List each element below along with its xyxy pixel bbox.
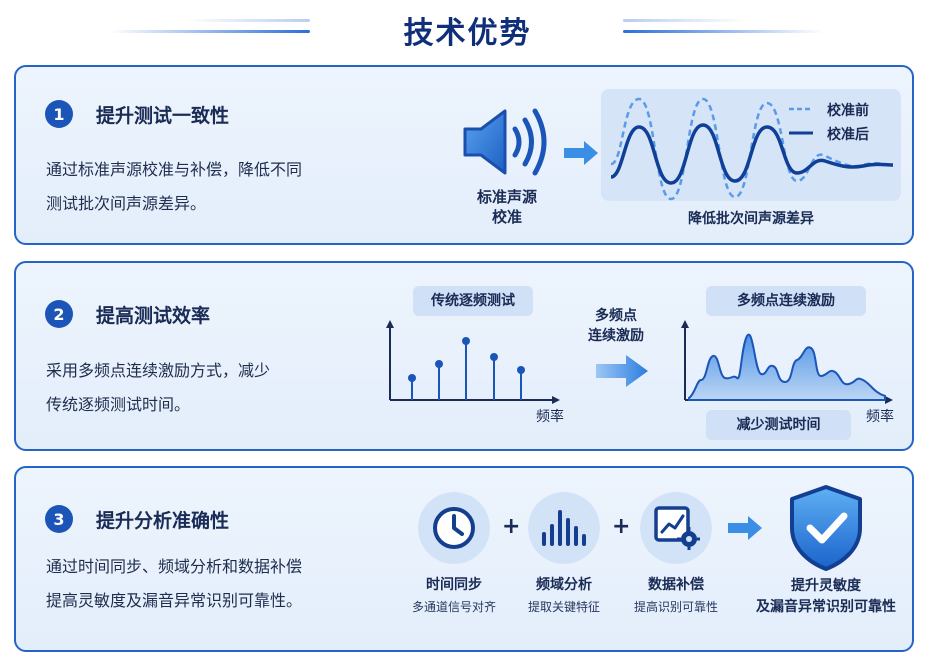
speaker-label-line-2: 校准 xyxy=(491,208,522,226)
legend-after: 校准后 xyxy=(827,127,869,143)
wave-before-calibration xyxy=(610,97,894,201)
arrow-label-line-2: 连续激励 xyxy=(588,328,644,344)
wave-after-calibration xyxy=(610,123,894,185)
arrow-label-line-1: 多频点 xyxy=(595,308,637,324)
section-title-2: 提高测试效率 xyxy=(96,305,211,327)
arrow-right-icon xyxy=(728,516,762,540)
arrow-right-icon xyxy=(596,355,648,387)
step-3-sub: 提高识别可靠性 xyxy=(633,600,718,614)
discrete-point-3 xyxy=(462,337,470,345)
section-desc-2-line-2: 传统逐频测试时间。 xyxy=(46,395,191,414)
section-desc-1: 通过标准声源校准与补偿，降低不同 测试批次间声源差异。 xyxy=(46,153,376,221)
discrete-frequency-chart xyxy=(386,320,560,404)
calibration-chart: 校准前 校准后 xyxy=(601,89,901,201)
left-axis-label: 频率 xyxy=(536,409,564,425)
right-axis-label: 频率 xyxy=(866,409,894,425)
arrow-right-icon xyxy=(564,141,598,165)
section-number-2: 2 xyxy=(45,300,73,328)
continuous-frequency-chart xyxy=(681,320,893,404)
section-desc-3: 通过时间同步、频域分析和数据补偿 提高灵敏度及漏音异常识别可靠性。 xyxy=(46,550,396,618)
speaker-icon xyxy=(463,108,547,176)
step-1-title: 时间同步 xyxy=(426,577,482,593)
calibration-waves xyxy=(610,97,894,201)
panel-consistency: 1 提升测试一致性 通过标准声源校准与补偿，降低不同 测试批次间声源差异。 标准… xyxy=(14,65,914,245)
discrete-point-2 xyxy=(435,360,443,368)
shield-check-icon xyxy=(790,485,862,571)
section-desc-1-line-2: 测试批次间声源差异。 xyxy=(46,194,207,213)
spectrum-icon xyxy=(542,510,586,546)
section-number-1: 1 xyxy=(45,100,73,128)
panel-efficiency: 2 提高测试效率 采用多频点连续激励方式，减少 传统逐频测试时间。 传统逐频测试… xyxy=(14,261,914,451)
section-number-3: 3 xyxy=(45,505,73,533)
section-desc-3-line-1: 通过时间同步、频域分析和数据补偿 xyxy=(46,557,303,576)
plus-sign-2: + xyxy=(612,514,631,539)
result-label: 提升灵敏度 及漏音异常识别可靠性 xyxy=(756,576,896,618)
continuous-spectrum-area xyxy=(688,333,886,401)
section-desc-3-line-2: 提高灵敏度及漏音异常识别可靠性。 xyxy=(46,591,303,610)
discrete-point-5 xyxy=(517,366,525,374)
title-decoration-right-top xyxy=(623,19,748,22)
result-label-line-2: 及漏音异常识别可靠性 xyxy=(756,599,896,615)
title-decoration-left-top xyxy=(185,19,310,22)
page-title: 技术优势 xyxy=(403,16,532,51)
chart-gear-icon xyxy=(654,506,700,550)
section-desc-2-line-1: 采用多频点连续激励方式，减少 xyxy=(46,361,271,380)
section-desc-1-line-1: 通过标准声源校准与补偿，降低不同 xyxy=(46,160,303,179)
title-decoration-right-bottom xyxy=(623,30,823,33)
section-desc-2: 采用多频点连续激励方式，减少 传统逐频测试时间。 xyxy=(46,354,376,422)
result-label-line-1: 提升灵敏度 xyxy=(791,578,861,594)
panel-accuracy: 3 提升分析准确性 通过时间同步、频域分析和数据补偿 提高灵敏度及漏音异常识别可… xyxy=(14,466,914,652)
discrete-point-4 xyxy=(490,353,498,361)
title-bar: 技术优势 xyxy=(0,0,935,56)
arrow-label: 多频点 连续激励 xyxy=(576,306,656,346)
clock-icon xyxy=(433,507,475,549)
discrete-point-1 xyxy=(408,374,416,382)
right-chart-title: 多频点连续激励 xyxy=(706,286,866,316)
step-1-sub: 多通道信号对齐 xyxy=(411,600,496,614)
plus-sign-1: + xyxy=(502,514,521,539)
step-1-circle xyxy=(418,492,490,564)
title-decoration-left-bottom xyxy=(110,30,310,33)
section-title-1: 提升测试一致性 xyxy=(96,105,230,127)
speaker-label-line-1: 标准声源 xyxy=(476,188,537,206)
step-2-circle xyxy=(528,492,600,564)
step-2-sub: 提取关键特征 xyxy=(527,600,600,614)
step-3-title: 数据补偿 xyxy=(648,577,704,593)
right-caption: 减少测试时间 xyxy=(706,410,851,440)
section-title-3: 提升分析准确性 xyxy=(96,510,230,532)
step-3-circle xyxy=(640,492,712,564)
left-chart-title: 传统逐频测试 xyxy=(413,286,533,316)
step-2-title: 频域分析 xyxy=(536,577,592,593)
legend-before: 校准前 xyxy=(827,103,869,119)
calibration-caption: 降低批次间声源差异 xyxy=(688,211,814,227)
speaker-label: 标准声源 校准 xyxy=(457,187,557,227)
